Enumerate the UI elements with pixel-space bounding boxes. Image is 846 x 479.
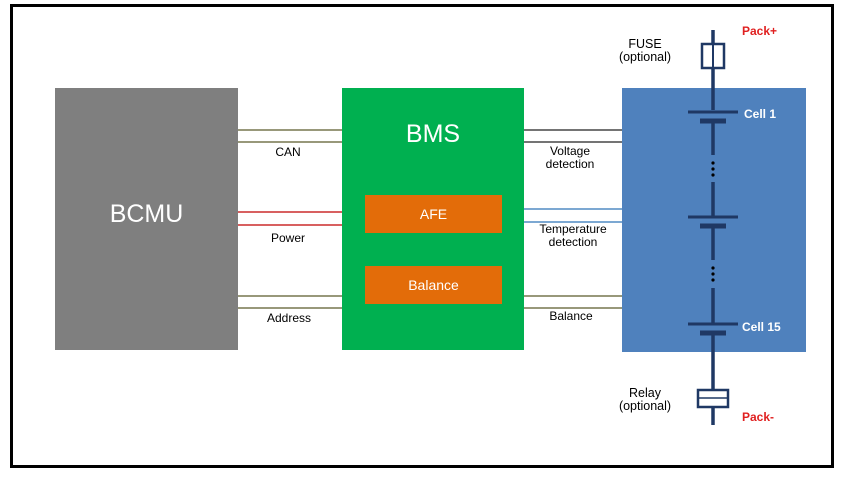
address-label: Address — [266, 311, 312, 325]
voltage-detection-label: Voltage detection — [545, 144, 595, 171]
can-label: CAN — [275, 145, 301, 159]
pack-minus-label: Pack- — [742, 410, 775, 424]
balance-block: Balance — [365, 266, 502, 304]
ellipsis-dot — [711, 167, 715, 171]
fuse-label: FUSE (optional) — [618, 37, 672, 64]
cell-15-label: Cell 15 — [742, 320, 781, 334]
ellipsis-dot — [711, 266, 715, 270]
bms-label: BMS — [405, 120, 461, 148]
ellipsis-dot — [711, 278, 715, 282]
ellipsis-dot — [711, 161, 715, 165]
ellipsis-dot — [711, 173, 715, 177]
power-label: Power — [270, 231, 305, 245]
bcmu-block: BCMU — [55, 88, 238, 350]
afe-block: AFE — [365, 195, 502, 233]
pack-plus-label: Pack+ — [742, 24, 778, 38]
ellipsis-dot — [711, 272, 715, 276]
balance-link-label: Balance — [549, 309, 593, 323]
bcmu-label: BCMU — [109, 200, 184, 228]
cell-1-label: Cell 1 — [744, 107, 777, 121]
temperature-detection-label: Temperature detection — [539, 222, 607, 249]
relay-label: Relay (optional) — [618, 386, 672, 413]
